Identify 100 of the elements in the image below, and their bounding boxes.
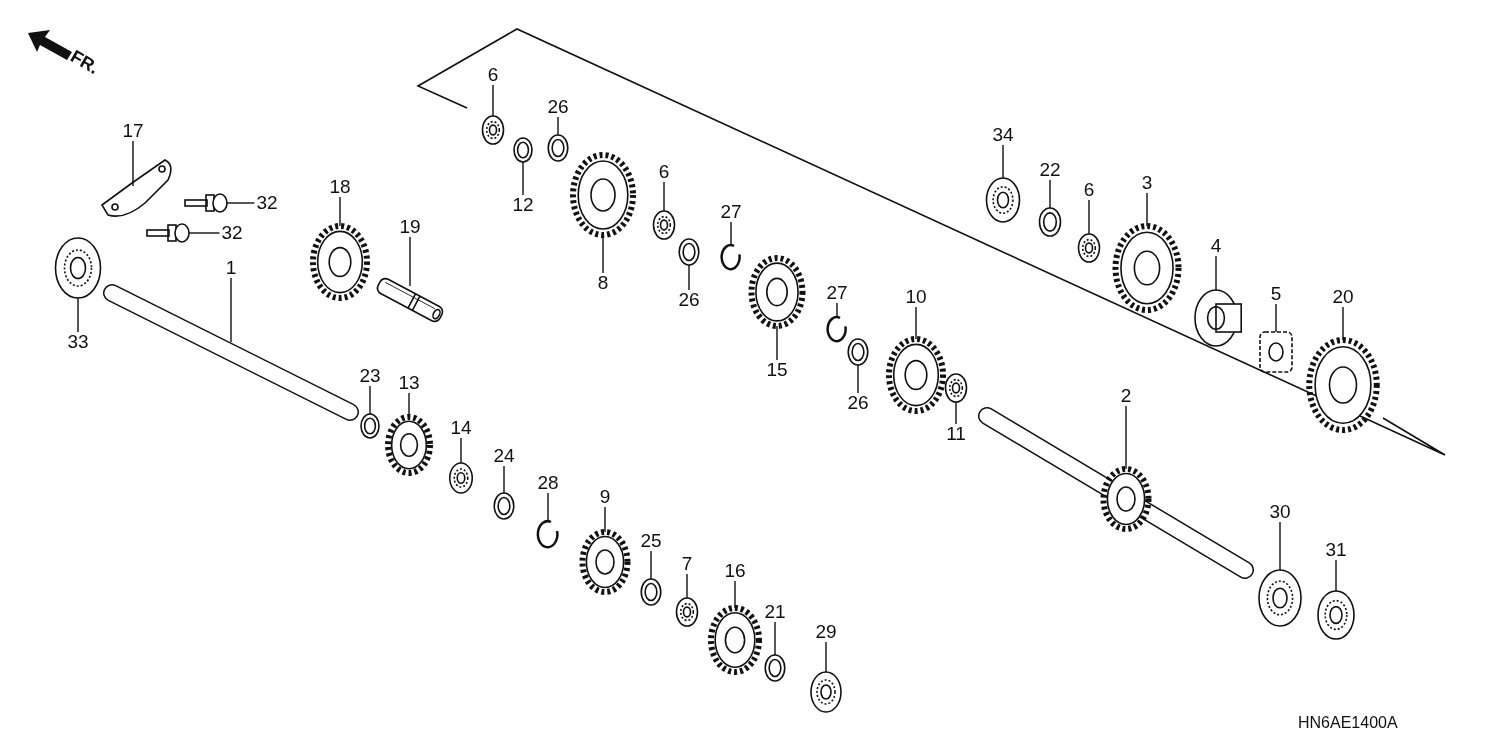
gear-drawing [886,336,946,414]
bolt-drawing [184,193,228,213]
callout-number: 26 [547,97,569,117]
bearing-drawing [944,373,968,403]
leader-line [955,401,957,425]
leader-line [1279,521,1281,571]
leader-line [650,550,652,580]
bearing-drawing [54,237,102,299]
leader-line [1275,303,1277,333]
callout-number: 33 [67,332,89,352]
callout-number: 26 [678,290,700,310]
callout-number: 25 [640,531,662,551]
leader-line [1335,559,1337,592]
callout-number: 6 [1083,180,1095,200]
leader-line [915,306,917,340]
leader-line [408,392,410,418]
circlip-drawing [826,315,847,343]
bearing-drawing [1077,233,1101,263]
callout-number: 34 [992,125,1014,145]
callout-number: 9 [599,487,611,507]
collar-drawing [1259,331,1293,373]
shaft-drawing [103,284,359,421]
callout-number: 32 [221,223,243,243]
leader-line [369,385,371,415]
callout-number: 23 [359,366,381,386]
bearing-drawing [652,210,676,240]
callout-number: 30 [1269,502,1291,522]
leader-line [1215,255,1217,291]
gear-drawing [708,605,762,675]
callout-number: 1 [225,258,237,278]
circlip-drawing [536,520,559,549]
leader-line [686,573,688,599]
bearing-drawing [481,115,505,145]
leader-line [776,325,778,361]
leader-line [492,84,494,117]
leader-line [688,264,690,291]
leader-line [663,181,665,212]
leader-line [132,140,134,187]
callout-number: 28 [537,473,559,493]
washer-drawing [493,492,515,520]
callout-number: 11 [946,424,966,444]
leader-line [825,641,827,673]
callout-number: 19 [399,217,421,237]
bearing-drawing [1317,590,1355,640]
leader-line [1146,192,1148,227]
washer-drawing [847,338,869,366]
bearing-drawing [448,462,474,494]
gear-drawing [1306,337,1380,433]
washer-drawing [640,578,662,606]
bolt-drawing [146,223,190,243]
callout-number: 29 [815,622,837,642]
callout-number: 8 [597,273,609,293]
leader-line [503,465,505,494]
pin-drawing [374,275,446,325]
callout-number: 27 [826,283,848,303]
callout-number: 18 [329,177,351,197]
leader-line [734,580,736,609]
leader-line [1088,199,1090,235]
leader-line [522,161,524,196]
callout-number: 20 [1332,287,1354,307]
washer-drawing [513,137,533,163]
bearing-drawing [1258,569,1302,627]
leader-line [1125,405,1127,470]
leader-line [547,492,549,523]
callout-number: 27 [720,202,742,222]
bearing-drawing [675,597,699,627]
leader-line [226,202,256,204]
leader-line [230,277,232,343]
leader-line [1342,306,1344,341]
leader-line [604,506,606,533]
washer-drawing [360,413,380,439]
callout-number: 6 [658,162,670,182]
callout-number: 6 [487,65,499,85]
callout-number: 16 [724,561,746,581]
gear-drawing [1112,223,1182,313]
callout-number: 24 [493,446,515,466]
callout-number: 5 [1270,284,1282,304]
callout-number: 32 [256,193,278,213]
leader-line [557,116,559,136]
leader-line [188,232,221,234]
leader-line [602,234,604,274]
hub-drawing [1194,289,1242,347]
leader-line [339,196,341,227]
callout-number: 13 [398,373,420,393]
leader-line [77,297,79,333]
direction-label: FR. [66,46,103,79]
callout-number: 2 [1120,386,1132,406]
circlip-drawing [720,243,741,271]
callout-number: 14 [450,418,472,438]
leader-line [1002,144,1004,179]
washer-drawing [764,654,786,682]
callout-number: 17 [122,121,144,141]
leader-line [857,364,859,394]
washer-drawing [547,134,569,162]
bracket-drawing [101,159,172,217]
callout-number: 7 [681,554,693,574]
leader-line [409,236,411,287]
leader-line [836,302,838,319]
washer-drawing [678,238,700,266]
callout-number: 3 [1141,173,1153,193]
